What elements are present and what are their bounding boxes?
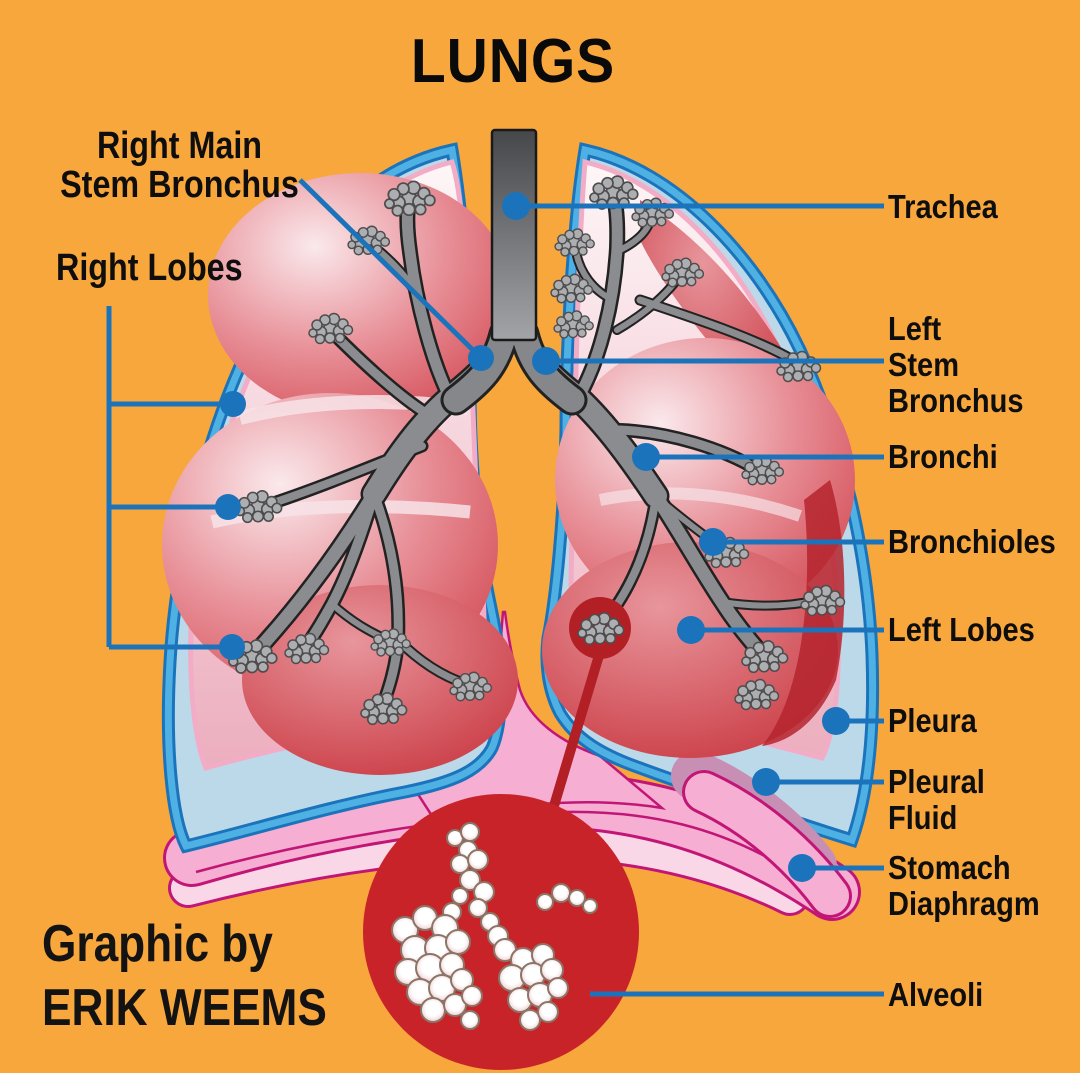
label-pleural-fluid: Pleural Fluid bbox=[888, 763, 985, 836]
leader-lines bbox=[106, 178, 884, 997]
label-trachea: Trachea bbox=[888, 188, 998, 225]
label-pleura: Pleura bbox=[888, 702, 977, 739]
alveoli-inset-circle bbox=[363, 794, 639, 1070]
left-upper-lobe bbox=[555, 338, 855, 622]
label-alveoli: Alveoli bbox=[888, 976, 984, 1013]
label-stomach-diaphragm: Stomach Diaphragm bbox=[888, 849, 1040, 922]
label-left-stem-bronchus: Left Stem Bronchus bbox=[888, 310, 1024, 419]
page-title: LUNGS bbox=[410, 27, 616, 96]
label-bronchi: Bronchi bbox=[888, 438, 998, 475]
credit-text: Graphic by ERIK WEEMS bbox=[42, 915, 327, 1037]
inset-bubbles bbox=[391, 822, 598, 1031]
label-bronchioles: Bronchioles bbox=[888, 523, 1056, 560]
label-left-lobes: Left Lobes bbox=[888, 611, 1035, 648]
label-right-main-stem-bronchus: Right Main Stem Bronchus bbox=[60, 125, 299, 206]
left-lung bbox=[542, 158, 855, 761]
label-right-lobes: Right Lobes bbox=[56, 247, 243, 289]
